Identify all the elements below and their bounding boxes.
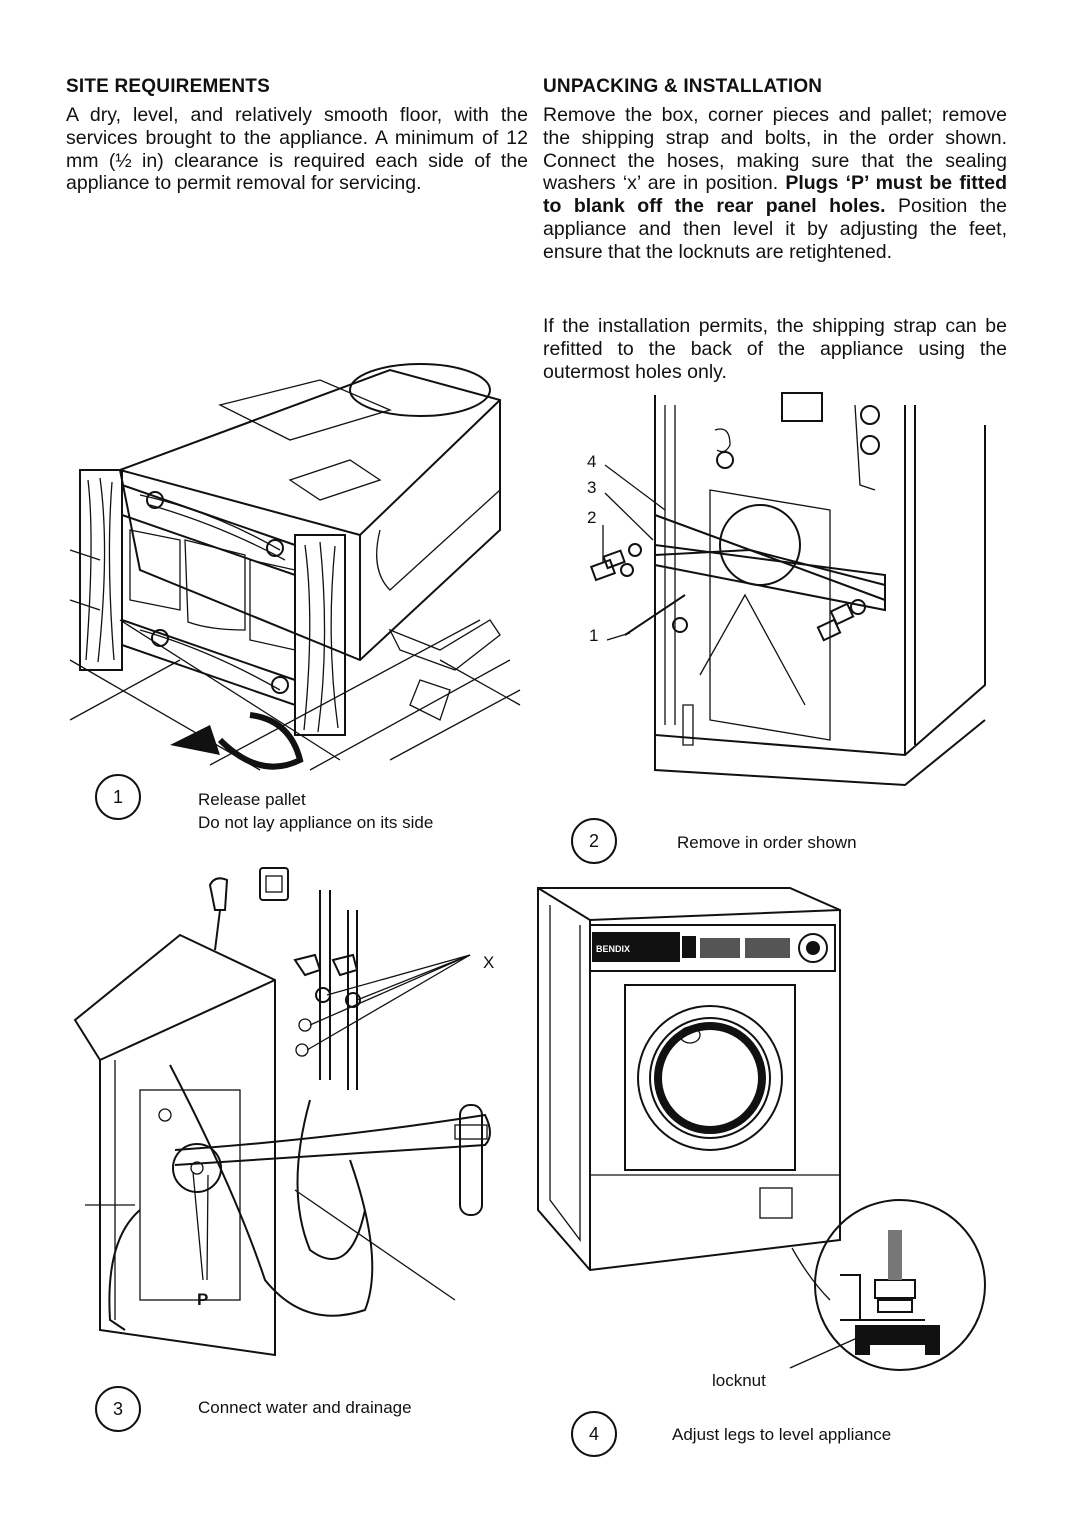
strap-order-3: 3: [587, 478, 596, 497]
unpacking-text-2: If the installation permits, the shippin…: [543, 315, 1007, 383]
unpacking-text: Remove the box, corner pieces and pallet…: [543, 104, 1007, 264]
step-4-caption: Adjust legs to level appliance: [672, 1425, 892, 1444]
washers-x-label: X: [483, 953, 494, 972]
step-2-caption: Remove in order shown: [677, 833, 857, 852]
plugs-p-label: P: [197, 1290, 208, 1309]
locknut-label: locknut: [712, 1371, 766, 1390]
figure-adjust-legs: BENDIX locknut: [537, 887, 986, 1390]
step-1-number: 1: [95, 774, 141, 820]
unpacking-text-bold: Plugs ‘P’ must be fitted to blank off th…: [543, 172, 1008, 218]
figure-connect-water: X P: [73, 867, 494, 1357]
step-4-number: 4: [571, 1411, 617, 1457]
pallet-posts: [79, 469, 346, 736]
strap-order-4: 4: [587, 452, 596, 471]
step-3-caption: Connect water and drainage: [198, 1398, 412, 1417]
site-requirements-heading: SITE REQUIREMENTS: [66, 76, 270, 97]
figure-remove-strap: 4 3 2 1: [587, 392, 986, 787]
step-1-caption: Release pallet: [198, 790, 306, 809]
brand-label: BENDIX: [596, 944, 630, 954]
unpacking-text-a: Remove the box, corner pieces and pallet…: [543, 104, 1007, 195]
figure-release-pallet: [69, 363, 521, 771]
step-2-number: 2: [571, 818, 617, 864]
step-3-number: 3: [95, 1386, 141, 1432]
unpacking-heading: UNPACKING & INSTALLATION: [543, 76, 823, 97]
step-1-caption-2: Do not lay appliance on its side: [198, 813, 434, 832]
strap-order-2: 2: [587, 508, 596, 527]
strap-order-1: 1: [589, 626, 598, 645]
site-requirements-text: A dry, level, and relatively smooth floo…: [66, 104, 528, 195]
unpacking-text-b: Position the appliance and then level it…: [543, 195, 1007, 263]
floor-tiles: [69, 549, 521, 771]
